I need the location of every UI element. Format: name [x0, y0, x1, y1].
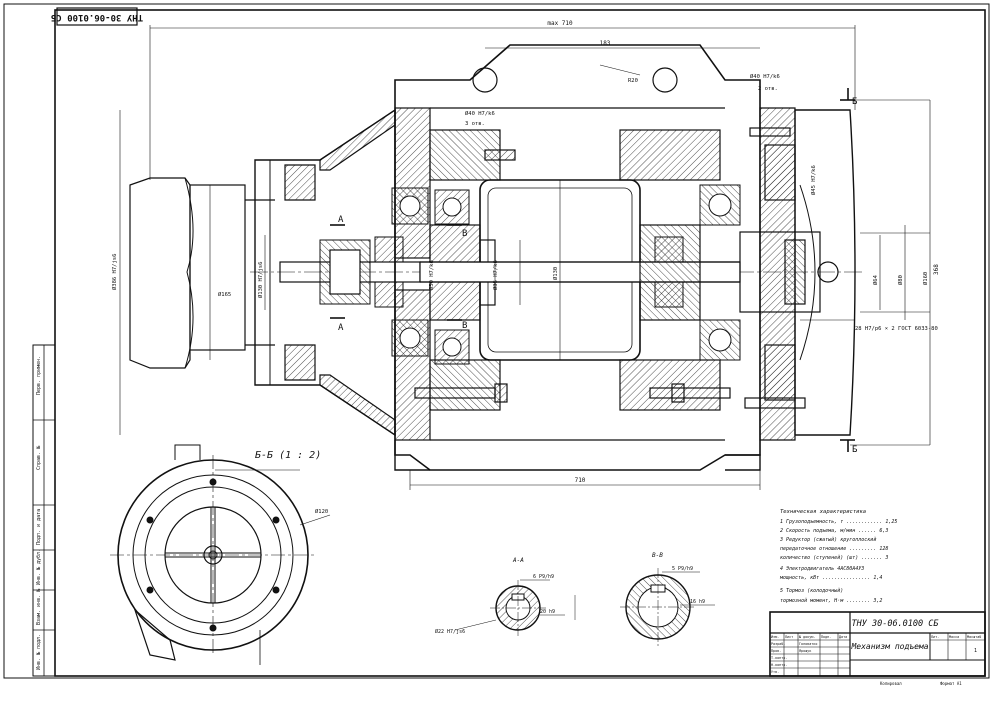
label-section-a-top: А [338, 215, 344, 225]
side-strip: Перв. примен. Справ. № Подп. и дата Инв.… [32, 344, 56, 677]
title-designation: ТНУ 30-06.0100 СБ [852, 619, 940, 629]
code-stamp-text: ТНУ 30-06.0100 СБ [50, 12, 143, 22]
section-vv-view [620, 568, 715, 646]
strip-label-4: Инв. № дубл. [35, 549, 42, 585]
tb-role-3: Т.контр. [771, 656, 787, 660]
tb-role-2: Пров. [771, 649, 781, 653]
main-view-labels: max 710 183 710 368 Ø386 H7/js6 Ø165 Ø13… [111, 20, 940, 484]
tb-lit-header-2: Масса [949, 635, 959, 639]
tb-lit-header-3: Масштаб [967, 634, 981, 639]
tech-specs-heading: Техническая характеристика [780, 509, 866, 515]
label-dia-right-3: Ø80 [897, 275, 904, 285]
label-section-b-bottom: Б [852, 445, 857, 455]
label-section-a-bottom: А [338, 323, 344, 333]
label-height-right: 368 [933, 264, 940, 275]
label-fit-3: Ø45 H7/k6 [810, 165, 817, 195]
strip-label-6: Инв. № подл. [36, 634, 42, 670]
tech-spec-line-7: мощность, кВт ................ 1,4 [779, 575, 882, 581]
label-fit-1: Ø40 H7/k6 [465, 110, 495, 117]
inner-frame [54, 9, 986, 677]
tb-header-2: Лист [785, 635, 793, 639]
tb-header-4: Подп. [821, 635, 831, 639]
label-section-v-bottom: В [462, 321, 467, 331]
label-dia-bb: Ø120 [315, 508, 328, 515]
label-length-bottom: 710 [575, 477, 586, 484]
strip-label-3: Подп. и дата [36, 509, 42, 545]
outer-frame [3, 3, 990, 679]
section-bb-view [110, 444, 331, 665]
tech-spec-line-9: тормозной момент, Н·м ........ 3,2 [780, 598, 882, 604]
title-block-text: ТНУ 30-06.0100 СБ Механизм подъема Изм. … [771, 619, 981, 686]
label-dia-right-4: Ø64 [872, 274, 879, 285]
label-dia-right-2: Ø130 [552, 267, 559, 280]
tb-person-1: Головатко [799, 642, 817, 646]
label-length-top: 183 [600, 40, 611, 47]
tech-specs: Техническая характеристика 1 Грузоподъем… [779, 509, 897, 604]
label-overall-length: max 710 [547, 20, 573, 27]
label-dia-small: Ø22 H7/js6 [435, 628, 465, 635]
tb-header-3: № докум. [799, 635, 815, 639]
strip-label-2: Справ. № [36, 446, 42, 470]
tb-person-2: Ярошук [799, 649, 811, 653]
label-dia-right-1: Ø160 [922, 272, 929, 285]
strip-label-5: Взам. инв. № [36, 589, 42, 625]
code-stamp: ТНУ 30-06.0100 СБ [50, 7, 143, 26]
label-fit-5: Ø35 H7/k6 [492, 260, 499, 290]
tech-spec-line-3: 3 Редуктор (сжатый) кругоплоский [779, 537, 876, 543]
title-name: Механизм подъема [850, 642, 928, 651]
title-block [769, 611, 986, 677]
section-aa-view [454, 579, 576, 636]
tb-lit-header-1: Лит. [931, 635, 939, 639]
tb-role-1: Разраб. [771, 641, 785, 646]
strip-label-1: Перв. примен. [36, 356, 42, 395]
section-vv-title: В-В [652, 552, 663, 559]
label-small-2: 5 P9/h9 [672, 566, 693, 572]
tb-format-label: Формат A1 [940, 681, 962, 686]
tech-spec-line-1: 1 Грузоподъемность, т ............ 1,25 [780, 519, 897, 525]
label-mark-2: 2 отв. [758, 86, 778, 92]
tech-spec-line-4: передаточное отношение ......... 128 [780, 546, 888, 552]
dimension-lines [119, 25, 931, 490]
tech-spec-line-2: 2 Скорость подъема, м/мин ...... 6,3 [780, 528, 888, 534]
label-dia-overall: Ø386 H7/js6 [111, 254, 118, 290]
label-note-thread: 28 H7/p6 × 2 ГОСТ 6033-80 [855, 326, 938, 332]
main-section-view [129, 44, 865, 471]
tb-header-5: Дата [839, 635, 847, 639]
section-bb-title: Б-Б (1 : 2) [255, 450, 321, 461]
section-aa-title: А-А [512, 557, 524, 564]
tech-spec-line-5: количество (ступеней) (шт) ....... 3 [780, 555, 888, 561]
label-small-1: 6 P9/h9 [533, 574, 554, 580]
label-dia-motor: Ø165 [218, 291, 231, 298]
tech-spec-line-6: 4 Электродвигатель 4АС80А4У3 [780, 566, 864, 572]
tb-copy-label: Копировал [880, 681, 902, 686]
label-section-v-top: В [462, 229, 467, 239]
label-mark-3: 3 отв. [465, 121, 485, 127]
tb-scale: 1 [974, 648, 977, 654]
tb-header-1: Изм. [771, 635, 779, 639]
label-small-3: 20 h9 [540, 609, 555, 615]
tech-spec-line-8: 5 Тормоз (колодочный) [780, 588, 843, 594]
tb-role-4: Н.контр. [771, 663, 787, 667]
label-small-4: 16 h9 [690, 599, 705, 605]
label-note-r: R20 [628, 78, 638, 84]
label-dia-shaft: Ø130 H7/js6 [257, 262, 264, 298]
label-fit-2: Ø40 H7/k6 [750, 73, 780, 80]
label-fit-4: Ø50 H7/k6 [428, 260, 435, 290]
label-section-b-top: Б [852, 97, 857, 107]
tb-role-5: Утв. [771, 670, 779, 674]
